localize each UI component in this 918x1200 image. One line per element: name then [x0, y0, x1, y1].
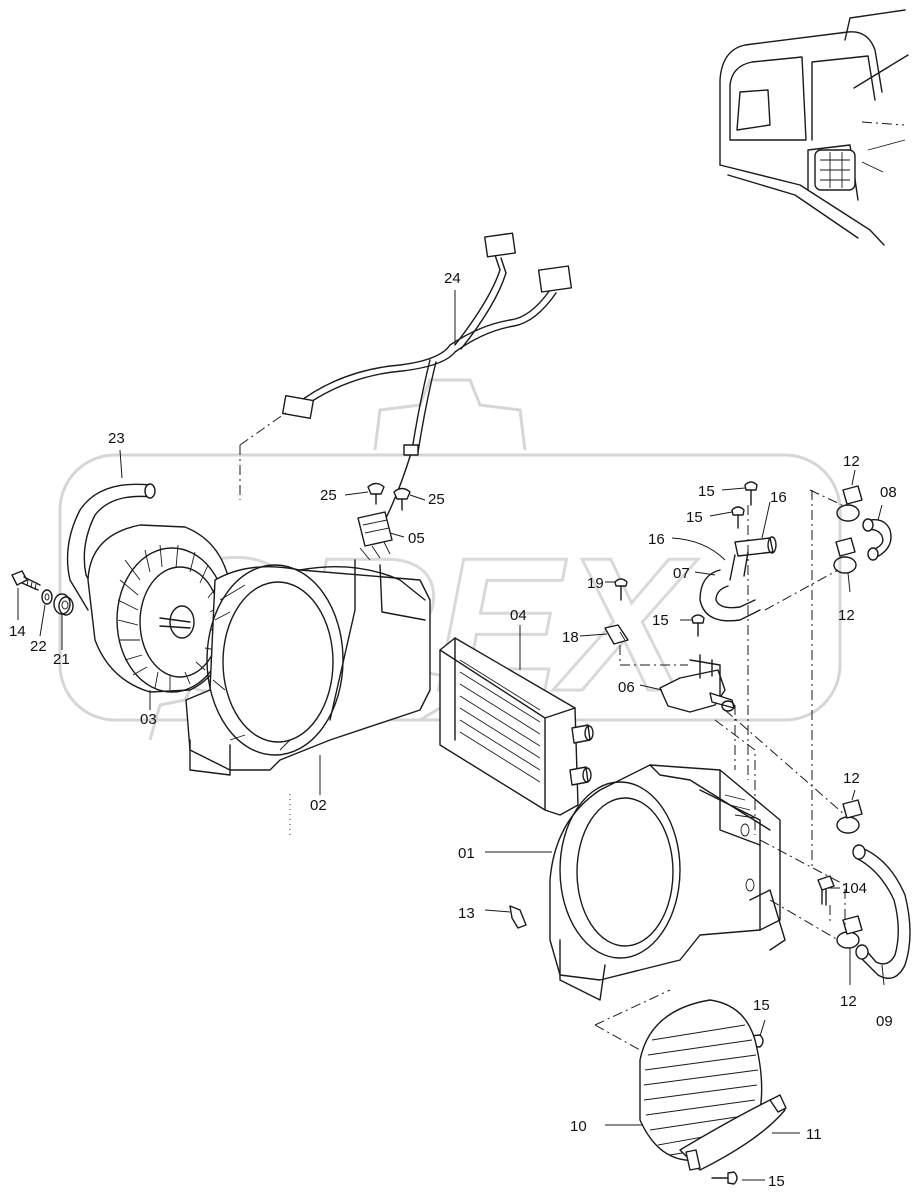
callout-24: 24: [444, 270, 461, 287]
callout-12-upper-mid: 12: [838, 607, 855, 624]
callout-11: 11: [806, 1126, 822, 1143]
callout-15-valve: 15: [652, 612, 669, 629]
heater-core-04: [439, 637, 594, 816]
callout-23: 23: [108, 430, 125, 447]
blower-fan-03: [87, 524, 233, 693]
wiring-harness: [281, 232, 573, 521]
callout-labels: 23 24 25 25 05 14 22 21 03 02 04 01 13 1…: [9, 270, 897, 1190]
leader-lines: [17, 290, 885, 1181]
callout-10: 10: [570, 1118, 587, 1135]
grommet-21: [53, 593, 74, 616]
callout-01: 01: [458, 845, 475, 862]
callout-05: 05: [408, 530, 425, 547]
callout-16-right: 16: [770, 489, 787, 506]
callout-07: 07: [673, 565, 690, 582]
callout-14: 14: [9, 623, 26, 640]
hose-clamps-12: [833, 485, 863, 949]
callout-15-second: 15: [686, 509, 703, 526]
bolt-104: [817, 875, 835, 906]
callout-15-grille: 15: [753, 997, 770, 1014]
bracket-18: [604, 624, 629, 645]
callout-22: 22: [30, 638, 47, 655]
callout-19: 19: [587, 575, 604, 592]
callout-13: 13: [458, 905, 475, 922]
callout-06: 06: [618, 679, 635, 696]
washer-22: [41, 589, 53, 605]
callout-15-bottom: 15: [768, 1173, 785, 1190]
clip-13: [509, 905, 527, 929]
grille-bracket-11: [679, 1094, 787, 1171]
hose-08: [862, 518, 892, 561]
routing-lines: [239, 411, 846, 1051]
bolt-14: [11, 570, 41, 591]
callout-16-left: 16: [648, 531, 665, 548]
callout-25-right: 25: [428, 491, 445, 508]
callout-15-top: 15: [698, 483, 715, 500]
pipe-07: [699, 536, 777, 622]
callout-02: 02: [310, 797, 327, 814]
heater-case-01: [549, 764, 786, 1001]
excavator-cab-inset: [719, 9, 909, 246]
callout-12-top: 12: [843, 453, 860, 470]
hose-09: [852, 844, 911, 979]
resistor-05: [357, 511, 393, 561]
callout-04: 04: [510, 607, 527, 624]
callout-25-left: 25: [320, 487, 337, 504]
callout-03: 03: [140, 711, 157, 728]
callout-08: 08: [880, 484, 897, 501]
callout-104: 104: [842, 880, 867, 897]
hose-23: [66, 483, 156, 611]
clips-25: [367, 482, 411, 511]
screws-15-19: [614, 481, 764, 1185]
callout-12-lower-mid: 12: [843, 770, 860, 787]
water-valve-06: [659, 654, 735, 713]
blower-housing-02: [185, 559, 431, 776]
callout-18: 18: [562, 629, 579, 646]
callout-12-bottom: 12: [840, 993, 857, 1010]
callout-09: 09: [876, 1013, 893, 1030]
callout-21: 21: [53, 651, 70, 668]
